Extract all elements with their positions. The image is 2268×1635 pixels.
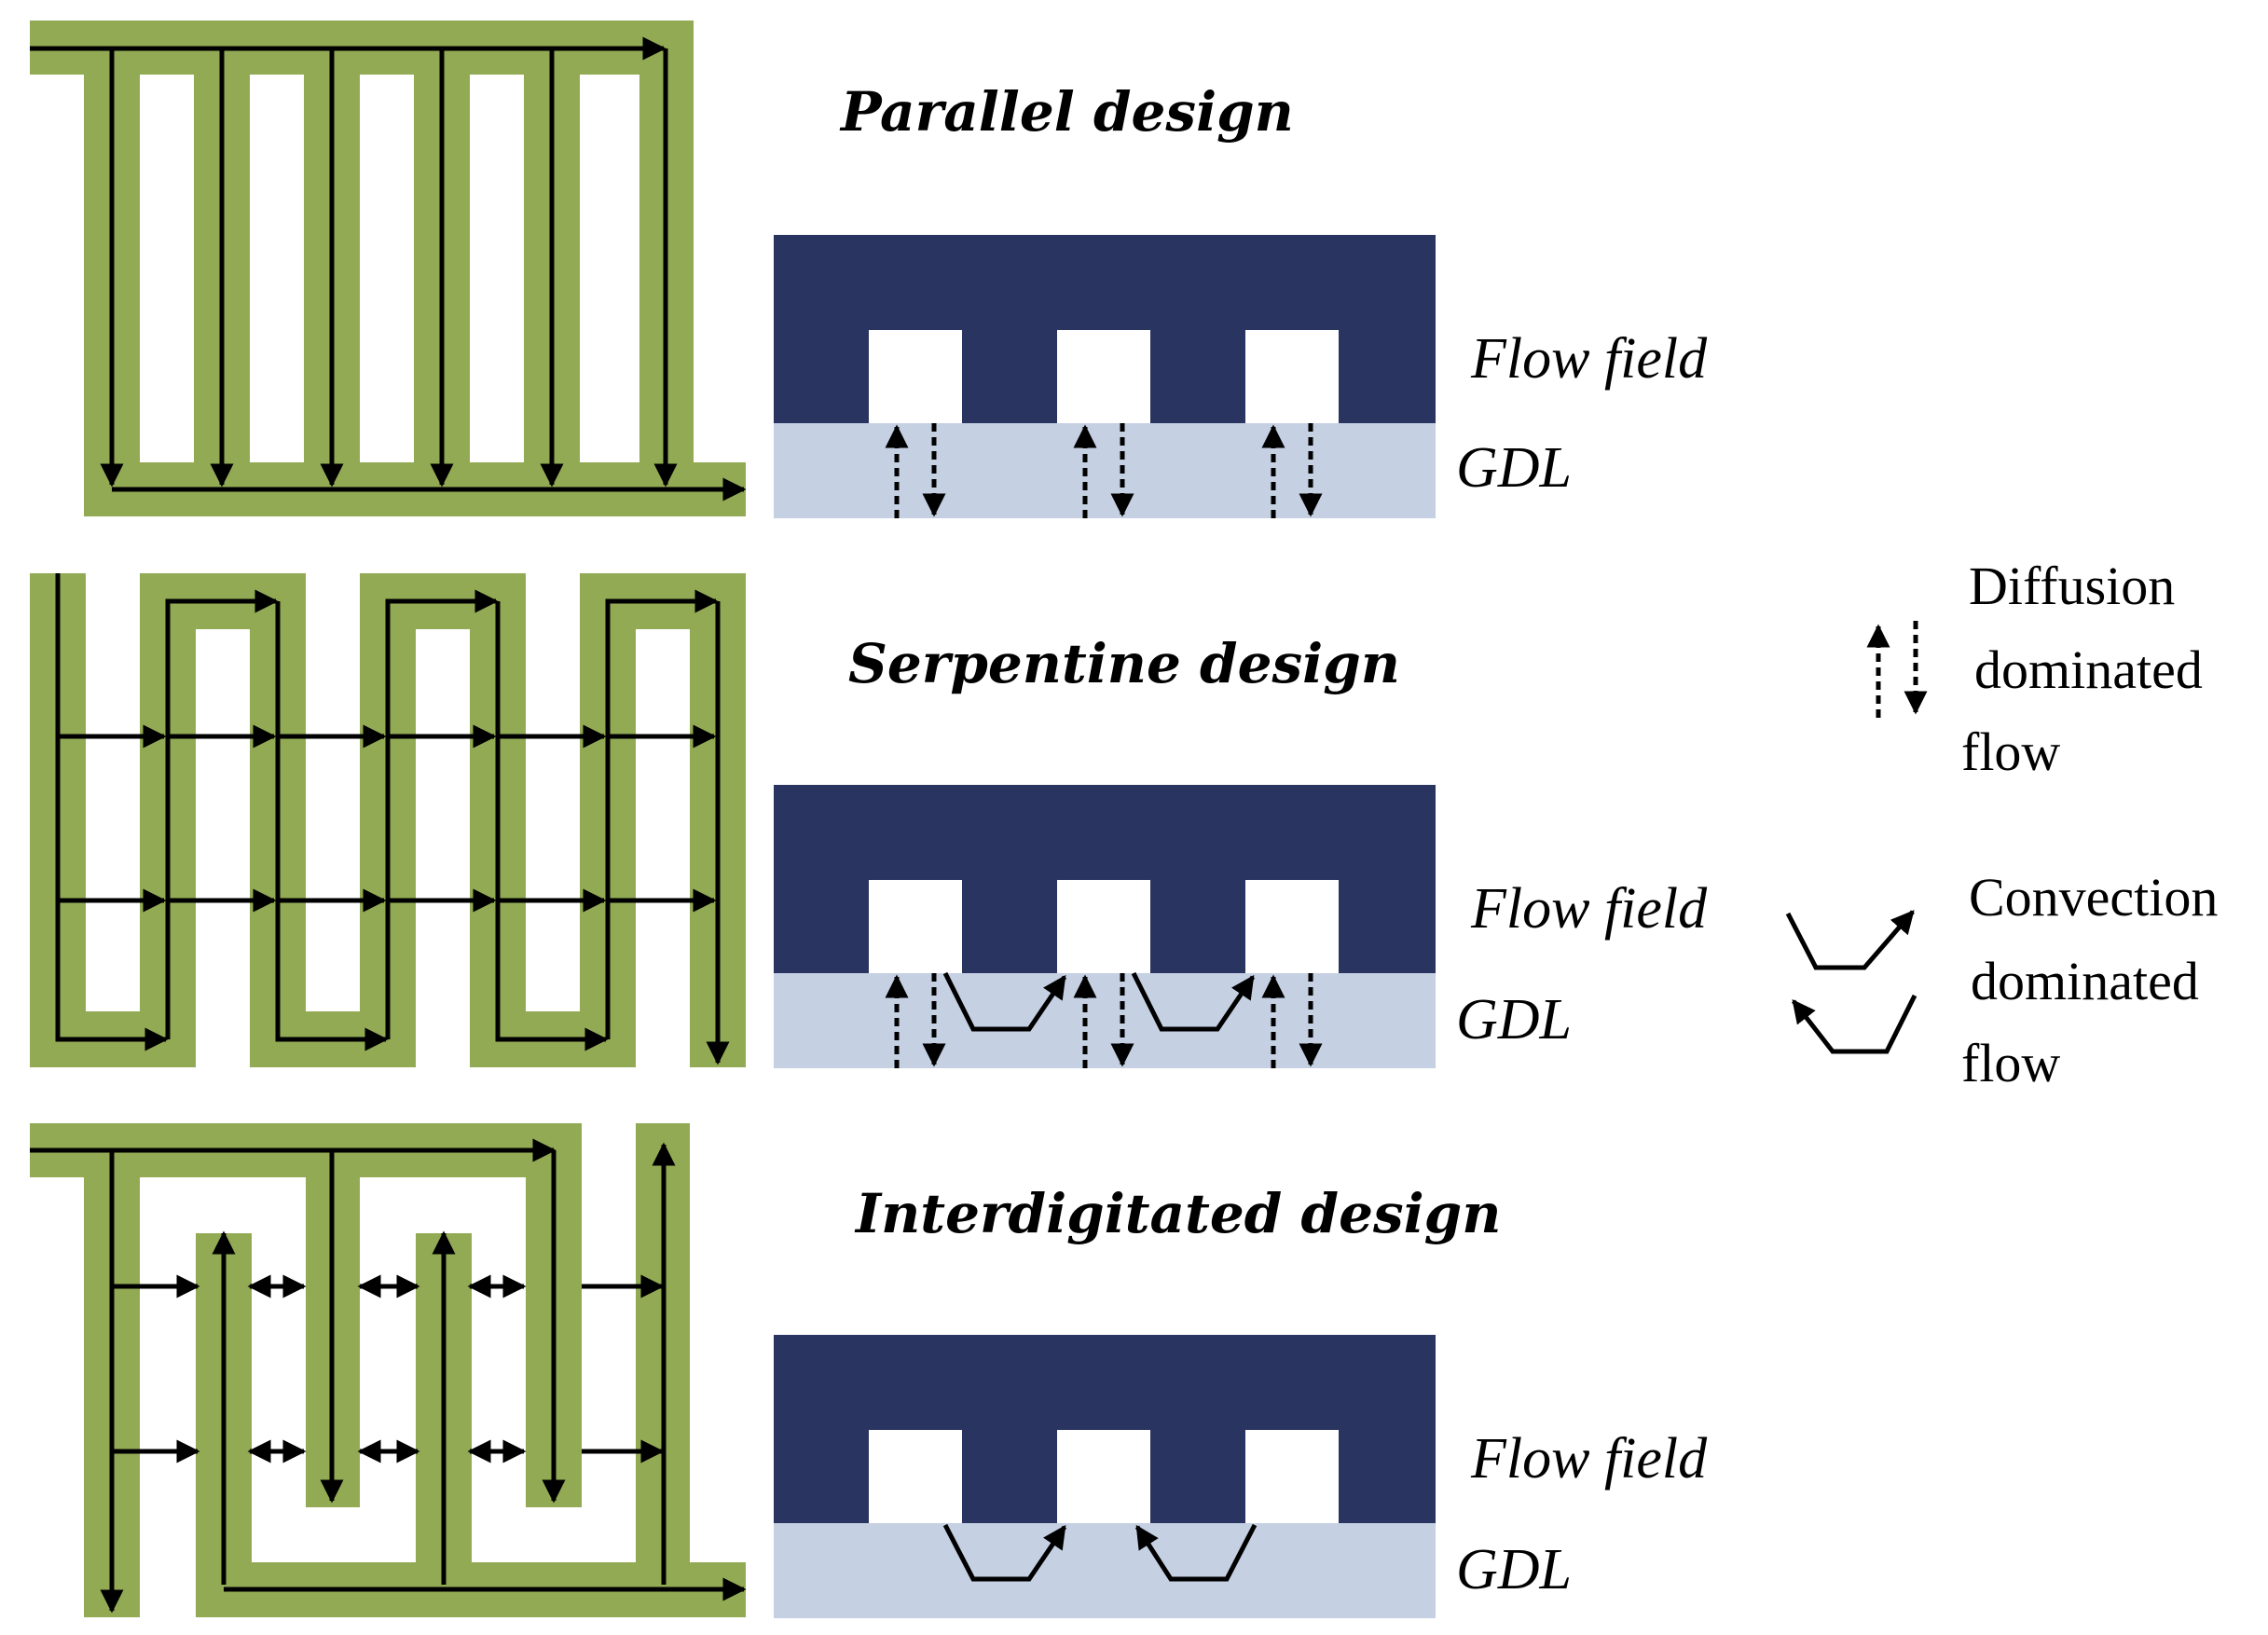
parallel-design: Parallel design Flow field GDL bbox=[30, 21, 1708, 518]
convection-legend-line-2: dominated bbox=[1971, 951, 2199, 1011]
parallel-flow-field-label: Flow field bbox=[1470, 327, 1708, 391]
convection-arrows bbox=[942, 1523, 1258, 1582]
interdigitated-flow-arrows bbox=[30, 1138, 747, 1614]
diffusion-legend-icon bbox=[1866, 621, 1928, 718]
convection-legend-line-1: Convection bbox=[1969, 867, 2218, 927]
serpentine-gdl-label: GDL bbox=[1456, 988, 1572, 1051]
interdigitated-design-title: Interdigitated design bbox=[854, 1182, 1501, 1245]
parallel-channel-pattern bbox=[30, 21, 746, 516]
convection-legend-icon bbox=[1785, 910, 1917, 1054]
convection-legend-line-3: flow bbox=[1961, 1033, 2060, 1093]
interdigitated-gdl-label: GDL bbox=[1456, 1538, 1572, 1601]
parallel-gdl-label: GDL bbox=[1456, 436, 1572, 500]
legend: Diffusion dominated flow Convection domi… bbox=[1785, 556, 2218, 1093]
interdigitated-flow-field-label: Flow field bbox=[1470, 1427, 1708, 1491]
diffusion-legend-line-1: Diffusion bbox=[1969, 556, 2175, 616]
serpentine-design-title: Serpentine design bbox=[848, 632, 1400, 695]
serpentine-design: Serpentine design Flow field GDL bbox=[30, 573, 1708, 1068]
parallel-flow-arrows bbox=[30, 36, 747, 501]
interdigitated-channel-pattern bbox=[30, 1123, 746, 1617]
interdigitated-cross-section bbox=[774, 1335, 1436, 1618]
parallel-design-title: Parallel design bbox=[839, 80, 1294, 144]
convection-arrows bbox=[942, 971, 1256, 1032]
interdigitated-design: Interdigitated design Flow field GDL bbox=[30, 1123, 1708, 1618]
serpentine-flow-arrows bbox=[55, 573, 730, 1065]
diffusion-arrows bbox=[885, 973, 1323, 1068]
diffusion-arrows bbox=[885, 423, 1323, 518]
serpentine-cross-section bbox=[774, 785, 1436, 1068]
serpentine-flow-field-label: Flow field bbox=[1470, 877, 1708, 941]
diffusion-legend-line-3: flow bbox=[1961, 721, 2060, 782]
diffusion-legend-line-2: dominated bbox=[1974, 639, 2203, 700]
parallel-cross-section bbox=[774, 235, 1436, 518]
